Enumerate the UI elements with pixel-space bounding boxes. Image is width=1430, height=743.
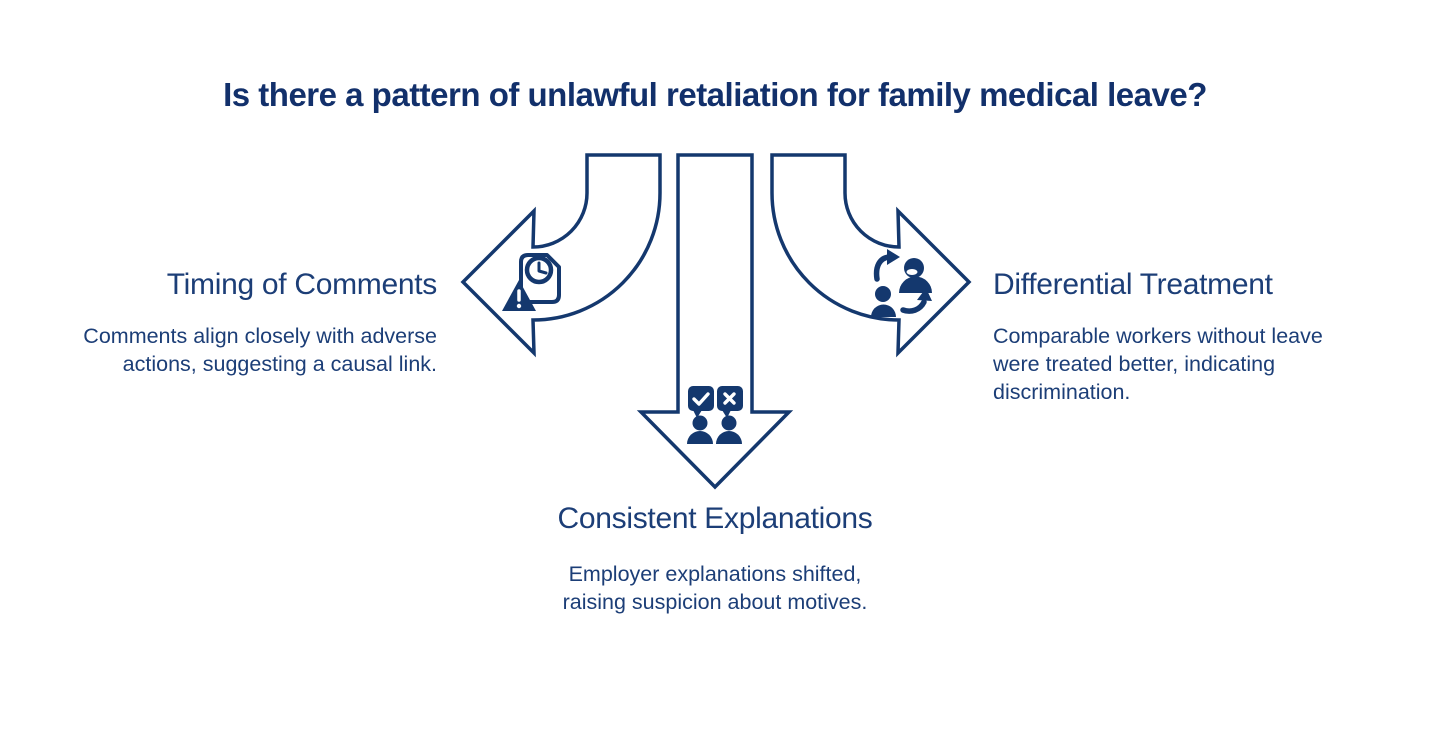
section-heading: Differential Treatment: [993, 268, 1273, 301]
section-heading: Timing of Comments: [166, 268, 438, 301]
page-title: Is there a pattern of unlawful retaliati…: [223, 76, 1207, 113]
document-clock-warning-icon: [502, 253, 561, 311]
body-line: Employer explanations shifted,: [568, 562, 862, 586]
arrow-left: [460, 153, 662, 358]
section-consistent-explanations: Consistent Explanations Employer explana…: [415, 500, 1015, 616]
body-line: actions, suggesting a causal link.: [122, 352, 437, 376]
body-line: discrimination.: [993, 380, 1131, 404]
section-timing-of-comments: Timing of Comments Comments align closel…: [40, 266, 437, 378]
section-body: Comparable workers without leave were tr…: [993, 322, 1403, 406]
section-body: Comments align closely with adverse acti…: [40, 322, 437, 378]
arrow-right: [770, 153, 972, 358]
section-heading: Consistent Explanations: [557, 502, 873, 535]
speech-bubbles-check-x-icon: [687, 386, 743, 444]
people-swap-icon: [871, 249, 932, 317]
section-body: Employer explanations shifted, raising s…: [415, 560, 1015, 616]
body-line: were treated better, indicating: [993, 352, 1276, 376]
body-line: Comments align closely with adverse: [83, 324, 437, 348]
body-line: raising suspicion about motives.: [562, 590, 868, 614]
section-differential-treatment: Differential Treatment Comparable worker…: [993, 266, 1403, 406]
body-line: Comparable workers without leave: [993, 324, 1323, 348]
arrow-down: [636, 153, 794, 490]
